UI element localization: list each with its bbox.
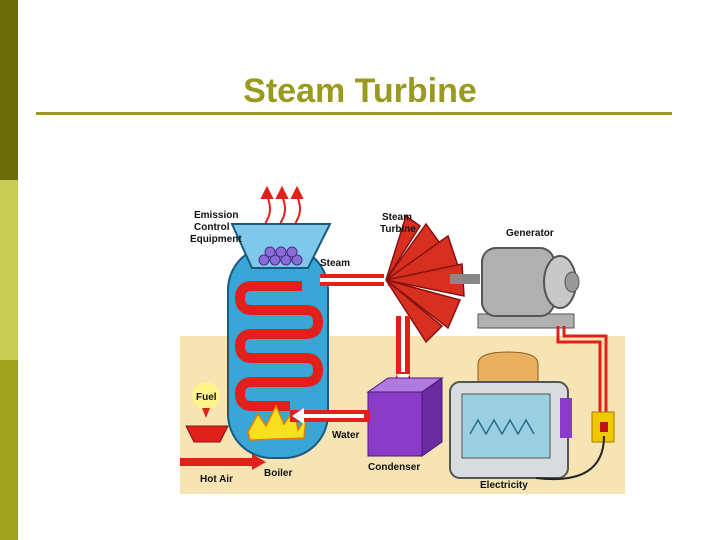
steam-turbine-diagram: Emission Control Equipment Steam Turbine… xyxy=(180,186,625,494)
label-hot-air: Hot Air xyxy=(200,474,233,485)
label-generator: Generator xyxy=(506,228,554,239)
label-water: Water xyxy=(332,430,360,441)
label-electricity: Electricity xyxy=(480,480,528,491)
fuel-arrow xyxy=(202,408,210,418)
label-steam: Steam xyxy=(320,258,350,269)
toast xyxy=(477,351,539,387)
label-emission-3: Equipment xyxy=(190,234,242,245)
side-accent-dark xyxy=(0,0,18,180)
fuel-burner xyxy=(185,425,229,443)
boiler-coil xyxy=(235,281,323,411)
emission-filter-balls xyxy=(258,246,303,266)
title-underline xyxy=(36,112,672,115)
steam-turbine xyxy=(385,214,465,344)
exhaust-arrows xyxy=(260,186,304,249)
label-fuel: Fuel xyxy=(196,392,217,403)
label-emission-1: Emission xyxy=(194,210,238,221)
power-line xyxy=(556,326,602,412)
label-turbine-1: Steam xyxy=(382,212,412,223)
slide-title: Steam Turbine xyxy=(243,72,477,110)
label-boiler: Boiler xyxy=(264,468,292,479)
label-condenser: Condenser xyxy=(368,462,420,473)
label-turbine-2: Turbine xyxy=(380,224,416,235)
emission-control-funnel xyxy=(230,223,332,269)
hot-air-pipe xyxy=(180,458,258,466)
condenser xyxy=(367,391,423,457)
side-accent-mid xyxy=(0,360,18,540)
toaster-cord xyxy=(535,435,605,480)
turbine-shaft xyxy=(450,274,480,284)
label-emission-2: Control xyxy=(194,222,230,233)
side-accent-light xyxy=(0,180,18,360)
fuel-glow xyxy=(192,382,220,410)
